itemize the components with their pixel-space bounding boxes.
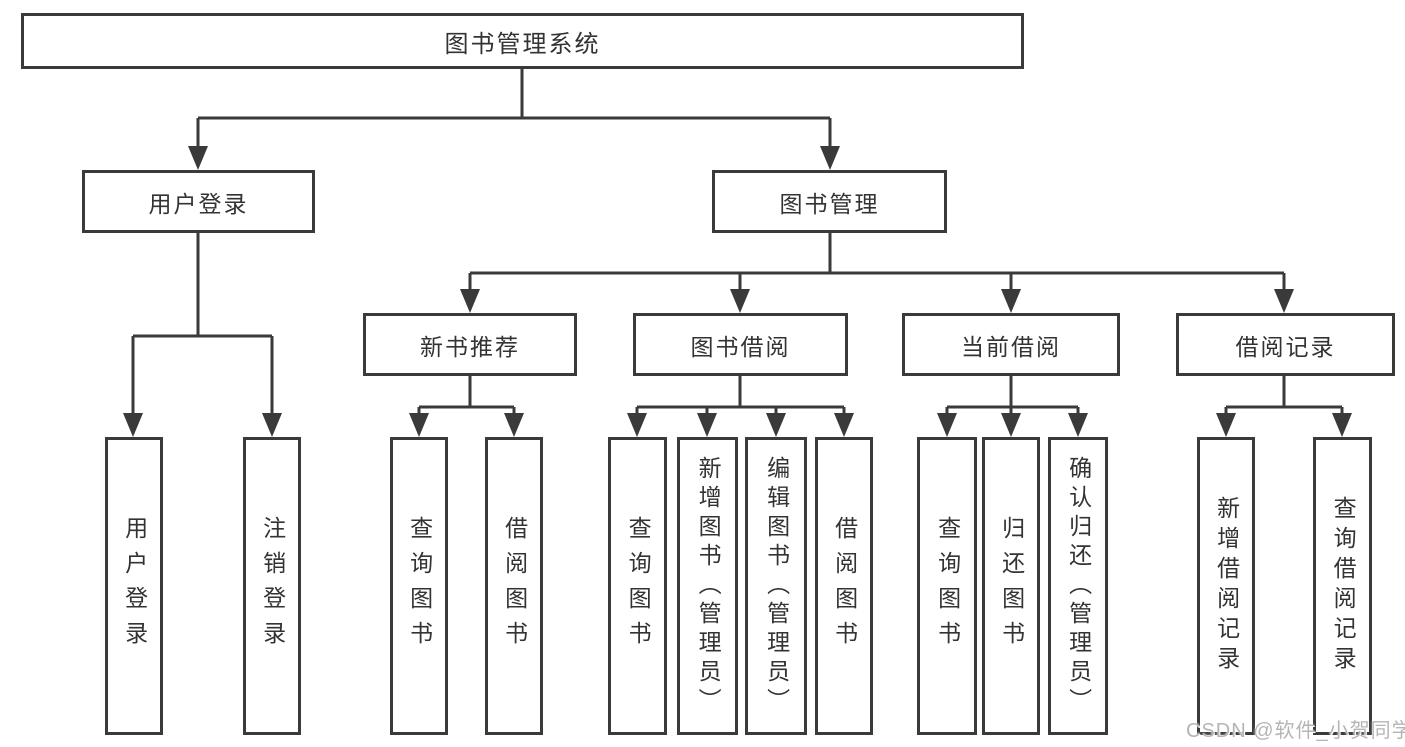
arrowhead-icons [123,146,1352,437]
node-borrow-records-label: 借阅记录 [1235,333,1336,360]
node-leaf-add-books-admin-label: 新增图书（管理员） [695,455,722,717]
node-leaf-recommend-borrow-books-label: 借阅图书 [501,516,528,656]
node-user-login-group-label: 用户登录 [148,190,249,217]
node-book-management-group-label: 图书管理 [779,190,880,217]
node-leaf-recommend-query-books: 查询图书 [390,437,448,735]
node-book-borrow: 图书借阅 [633,313,848,376]
node-leaf-recommend-query-books-label: 查询图书 [406,516,433,656]
node-new-book-recommend-label: 新书推荐 [420,333,520,360]
node-leaf-user-login-label: 用户登录 [121,516,148,656]
node-leaf-borrow-query-books: 查询图书 [608,437,667,735]
node-leaf-recommend-borrow-books: 借阅图书 [485,437,543,735]
node-leaf-edit-books-admin: 编辑图书（管理员） [745,437,807,735]
node-leaf-confirm-return-admin-label: 确认归还（管理员） [1065,455,1092,717]
node-borrow-records: 借阅记录 [1176,313,1395,376]
node-leaf-user-login: 用户登录 [105,437,163,735]
node-leaf-current-query-books-label: 查询图书 [934,516,961,656]
node-leaf-borrow-query-books-label: 查询图书 [625,516,652,656]
node-new-book-recommend: 新书推荐 [363,313,577,376]
node-leaf-current-query-books: 查询图书 [917,437,977,735]
node-current-borrow-label: 当前借阅 [961,333,1061,360]
node-leaf-borrow-borrow-books-label: 借阅图书 [831,516,858,656]
node-book-borrow-label: 图书借阅 [690,333,791,360]
node-leaf-add-borrow-record-label: 新增借阅记录 [1213,496,1240,676]
node-leaf-add-borrow-record: 新增借阅记录 [1197,437,1255,735]
node-book-management-system: 图书管理系统 [21,13,1024,69]
node-leaf-add-books-admin: 新增图书（管理员） [677,437,738,735]
node-current-borrow: 当前借阅 [902,313,1120,376]
node-book-management-system-label: 图书管理系统 [444,30,601,58]
node-leaf-confirm-return-admin: 确认归还（管理员） [1048,437,1108,735]
node-leaf-return-books: 归还图书 [982,437,1040,735]
node-leaf-borrow-borrow-books: 借阅图书 [815,437,873,735]
node-leaf-query-borrow-record-label: 查询借阅记录 [1330,496,1357,676]
node-user-login-group: 用户登录 [82,170,315,233]
node-leaf-edit-books-admin-label: 编辑图书（管理员） [763,455,790,717]
node-leaf-return-books-label: 归还图书 [998,516,1025,656]
node-book-management-group: 图书管理 [712,170,947,233]
csdn-watermark: CSDN @软件_小贺同学 [1186,720,1405,742]
node-leaf-logout: 注销登录 [243,437,301,735]
node-leaf-query-borrow-record: 查询借阅记录 [1313,437,1372,735]
node-leaf-logout-label: 注销登录 [259,516,286,656]
